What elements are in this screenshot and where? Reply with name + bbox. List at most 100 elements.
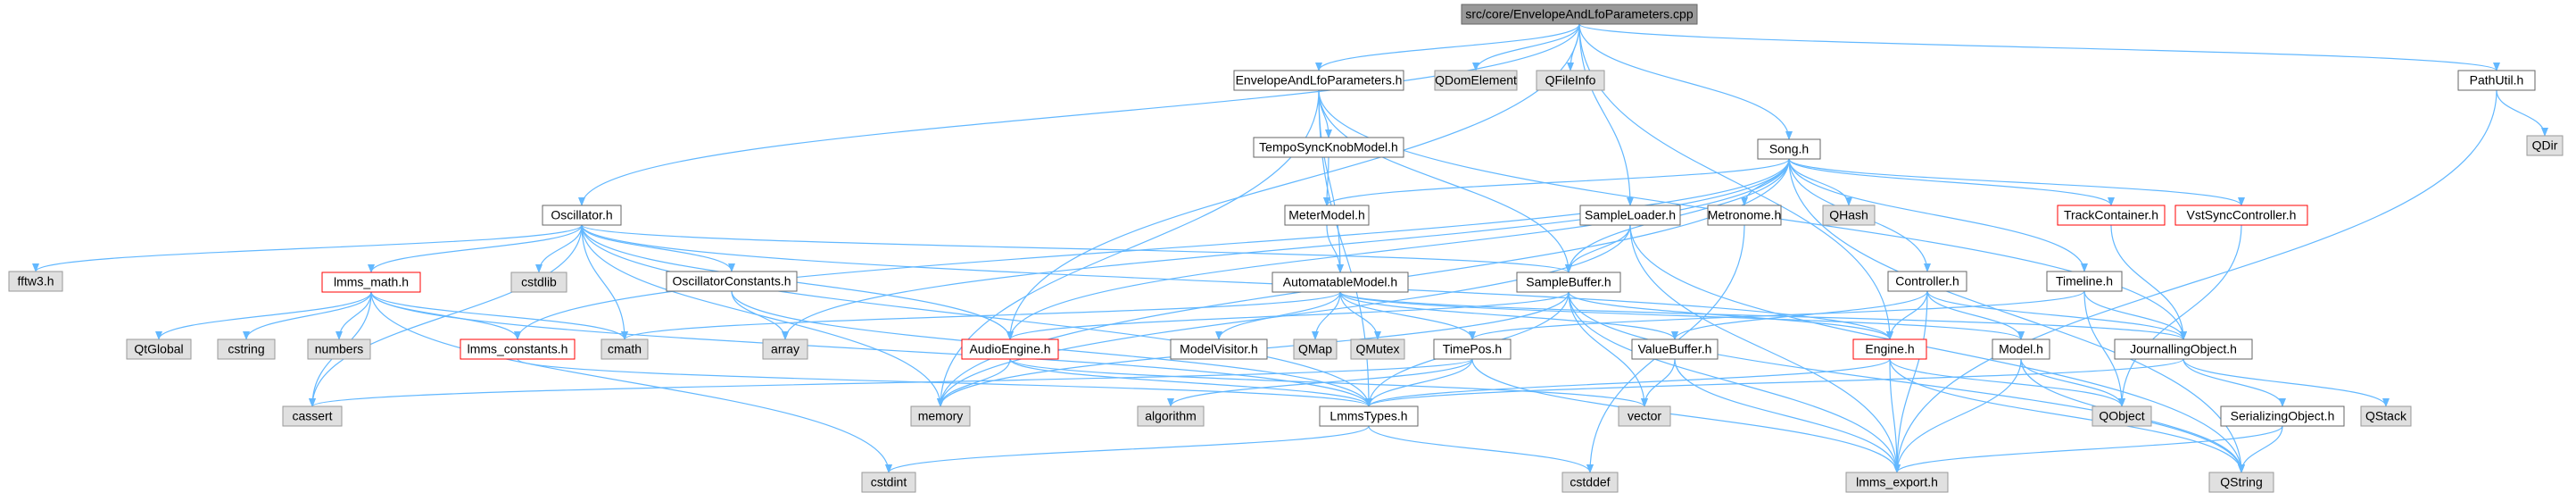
edge-journalling-to-qstack	[2183, 358, 2390, 407]
node-timeline[interactable]: Timeline.h	[2046, 271, 2123, 292]
node-cstdlib-label: cstdlib	[521, 275, 557, 289]
edge-song-to-vstsync	[1788, 158, 2245, 206]
node-metermodel-label: MeterModel.h	[1288, 208, 1365, 222]
node-timepos-box	[1433, 338, 1512, 360]
edge-controller-to-model	[1926, 290, 2025, 340]
node-song-label: Song.h	[1769, 142, 1809, 156]
node-lmmsmath[interactable]: lmms_math.h	[321, 272, 421, 293]
node-controller[interactable]: Controller.h	[1887, 271, 1967, 292]
node-journalling[interactable]: JournallingObject.h	[2114, 338, 2253, 360]
node-controller-label: Controller.h	[1895, 274, 1959, 288]
node-pathutil[interactable]: PathUtil.h	[2457, 70, 2536, 91]
edge-song-to-metermodel	[1323, 158, 1790, 206]
edge-serializing-to-qstring	[2238, 425, 2283, 473]
node-qhash-box	[1822, 205, 1876, 226]
node-cstdint: cstdint	[861, 472, 916, 493]
node-cstdint-label: cstdint	[871, 475, 907, 489]
node-qhash: QHash	[1822, 205, 1876, 226]
edge-automatable-to-qmutex	[1339, 291, 1381, 340]
edge-audioengine-to-memory	[937, 358, 1011, 407]
node-samplebuffer[interactable]: SampleBuffer.h	[1516, 272, 1621, 293]
node-cstring-label: cstring	[228, 342, 264, 356]
node-automatable[interactable]: AutomatableModel.h	[1271, 272, 1409, 293]
node-metermodel[interactable]: MeterModel.h	[1284, 205, 1370, 226]
edge-timepos-to-algorithm	[1167, 358, 1473, 407]
edge-audioengine-to-lmmstypes	[1009, 358, 1372, 407]
edge-controller-to-engine	[1886, 290, 1928, 340]
node-oscconst-label: OscillatorConstants.h	[672, 274, 791, 288]
node-cassert: cassert	[282, 405, 343, 427]
edge-song-to-trackcontainer	[1788, 158, 2115, 206]
edge-pathutil-to-qdir	[2496, 89, 2548, 137]
node-timepos[interactable]: TimePos.h	[1433, 338, 1512, 360]
node-song[interactable]: Song.h	[1757, 138, 1821, 160]
node-qmutex: QMutex	[1350, 338, 1405, 360]
node-temposync[interactable]: TempoSyncKnobModel.h	[1253, 137, 1404, 158]
node-valuebuffer[interactable]: ValueBuffer.h	[1631, 338, 1719, 360]
node-qmutex-box	[1350, 338, 1405, 360]
edge-metermodel-to-automatable	[1326, 224, 1344, 273]
edge-root-to-song	[1578, 23, 1793, 140]
edge-oscillator-to-cstdlib	[535, 224, 583, 273]
node-model[interactable]: Model.h	[1992, 338, 2050, 360]
edge-temposync-to-metermodel	[1323, 156, 1331, 206]
node-metronome-box	[1707, 205, 1782, 226]
node-vstsync[interactable]: VstSyncController.h	[2174, 205, 2308, 226]
node-sampleloader[interactable]: SampleLoader.h	[1579, 205, 1681, 226]
node-algorithm: algorithm	[1137, 405, 1205, 427]
node-audioengine-label: AudioEngine.h	[969, 342, 1050, 356]
node-pathutil-box	[2457, 70, 2536, 91]
edge-samplebuffer-to-audioengine	[1006, 291, 1570, 340]
node-qmap-box	[1293, 338, 1338, 360]
node-engine[interactable]: Engine.h	[1852, 338, 1927, 360]
node-metronome[interactable]: Metronome.h	[1707, 205, 1782, 226]
edge-sampleloader-to-samplebuffer	[1565, 224, 1631, 273]
edge-samplebuffer-to-lmmsexport	[1568, 291, 1901, 473]
edge-automatable-to-timepos	[1339, 291, 1476, 340]
edge-timeline-to-journalling	[2083, 290, 2187, 340]
node-lmmsconst-box	[460, 338, 576, 360]
edge-model-to-lmmsexport	[1893, 358, 2022, 473]
node-modelvisitor-box	[1170, 338, 1268, 360]
node-lmmsmath-label: lmms_math.h	[334, 275, 409, 289]
node-sampleloader-label: SampleLoader.h	[1585, 208, 1676, 222]
node-trackcontainer-label: TrackContainer.h	[2064, 208, 2158, 222]
node-qfileinfo-label: QFileInfo	[1545, 73, 1596, 88]
node-algorithm-label: algorithm	[1145, 409, 1197, 423]
node-lmmsconst[interactable]: lmms_constants.h	[460, 338, 576, 360]
node-array: array	[762, 338, 808, 360]
node-vector: vector	[1618, 405, 1671, 427]
node-lmmsexport-box	[1845, 472, 1949, 493]
edge-valuebuffer-to-lmmsexport	[1674, 358, 1901, 473]
node-sampleloader-box	[1579, 205, 1681, 226]
node-qdomelement-box	[1434, 70, 1518, 91]
edge-oscillator-to-lmmsmath	[368, 224, 583, 273]
node-cstring: cstring	[217, 338, 276, 360]
node-qdir: QDir	[2526, 135, 2564, 156]
edge-song-to-timeline	[1788, 158, 2088, 272]
edge-timeline-to-qobject	[2083, 290, 2125, 407]
node-lmmstypes[interactable]: LmmsTypes.h	[1319, 405, 1419, 427]
edge-root-to-envlfo	[1315, 23, 1580, 71]
node-samplebuffer-box	[1516, 272, 1621, 293]
node-cstddef-label: cstddef	[1570, 475, 1610, 489]
node-model-box	[1992, 338, 2050, 360]
node-trackcontainer[interactable]: TrackContainer.h	[2057, 205, 2166, 226]
node-oscillator-box	[542, 205, 622, 226]
node-oscillator[interactable]: Oscillator.h	[542, 205, 622, 226]
node-oscconst[interactable]: OscillatorConstants.h	[666, 271, 798, 292]
edge-lmmsmath-to-lmmstypes	[370, 291, 1372, 407]
node-envlfo[interactable]: EnvelopeAndLfoParameters.h	[1233, 70, 1404, 91]
node-lmmstypes-box	[1319, 405, 1419, 427]
edge-root-to-sampleloader	[1578, 23, 1634, 206]
edge-root-to-oscillator	[578, 23, 1580, 206]
node-root[interactable]: src/core/EnvelopeAndLfoParameters.cpp	[1461, 4, 1698, 25]
node-audioengine[interactable]: AudioEngine.h	[961, 338, 1059, 360]
node-modelvisitor[interactable]: ModelVisitor.h	[1170, 338, 1268, 360]
node-serializing-box	[2220, 405, 2345, 427]
edge-vstsync-to-qobject	[2118, 224, 2242, 407]
node-serializing[interactable]: SerializingObject.h	[2220, 405, 2345, 427]
node-pathutil-label: PathUtil.h	[2470, 73, 2524, 88]
node-cmath: cmath	[601, 338, 649, 360]
